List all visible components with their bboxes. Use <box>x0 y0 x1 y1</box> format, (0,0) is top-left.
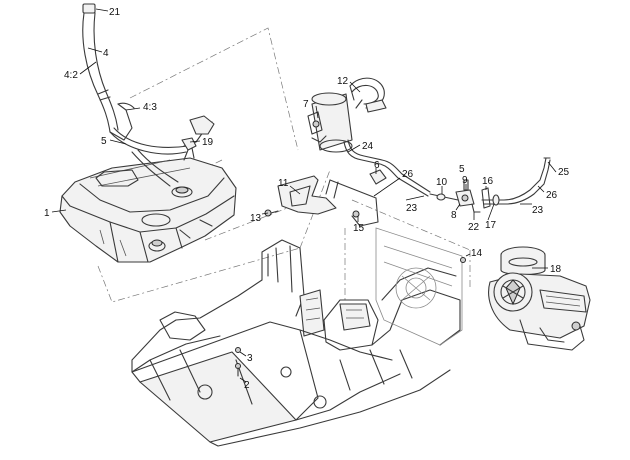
callout-8: 8 <box>451 210 457 221</box>
callout-14: 14 <box>471 248 483 259</box>
callout-13: 13 <box>250 213 262 224</box>
callout-19: 19 <box>202 137 214 148</box>
callout-23-left: 23 <box>406 203 418 214</box>
callout-4-2: 4:2 <box>64 70 78 81</box>
fasteners <box>235 209 466 377</box>
callout-3: 3 <box>247 353 253 364</box>
callout-24: 24 <box>362 141 374 152</box>
rear-panel <box>375 227 463 346</box>
canister-bracket <box>349 77 387 113</box>
callout-22: 22 <box>468 222 480 233</box>
callout-18: 18 <box>550 264 562 275</box>
filler-neck <box>82 3 215 187</box>
vent-hoses <box>343 139 551 205</box>
callout-10: 10 <box>436 177 448 188</box>
callout-12: 12 <box>337 76 349 87</box>
check-valve-assembly <box>436 179 500 213</box>
callout-26-left: 26 <box>402 169 414 180</box>
callout-5-valve: 5 <box>459 164 465 175</box>
callout-11: 11 <box>278 178 289 189</box>
callout-9: 9 <box>462 175 468 186</box>
callout-23-right: 23 <box>532 205 544 216</box>
fuel-tank <box>59 157 237 263</box>
callout-15: 15 <box>353 223 365 234</box>
callout-16: 16 <box>482 176 494 187</box>
engine-assembly <box>488 246 591 351</box>
callout-2: 2 <box>244 380 250 391</box>
callout-5-tank: 5 <box>101 136 107 147</box>
callout-25: 25 <box>558 167 570 178</box>
evap-canister <box>307 92 353 153</box>
fitting-19 <box>181 137 197 161</box>
callout-4-3: 4:3 <box>143 102 157 113</box>
callout-21: 21 <box>109 7 121 18</box>
callout-leaders <box>51 8 557 383</box>
callout-labels: 21 4 4:2 4:3 5 19 1 12 7 24 11 13 15 6 2… <box>44 7 570 391</box>
callout-7: 7 <box>303 99 309 110</box>
callout-26-right: 26 <box>546 190 558 201</box>
heat-shield <box>277 175 379 227</box>
callout-17: 17 <box>485 220 497 231</box>
callout-4: 4 <box>103 48 109 59</box>
callout-6: 6 <box>374 160 380 171</box>
callout-1: 1 <box>44 208 50 219</box>
vehicle-frame <box>131 239 461 447</box>
